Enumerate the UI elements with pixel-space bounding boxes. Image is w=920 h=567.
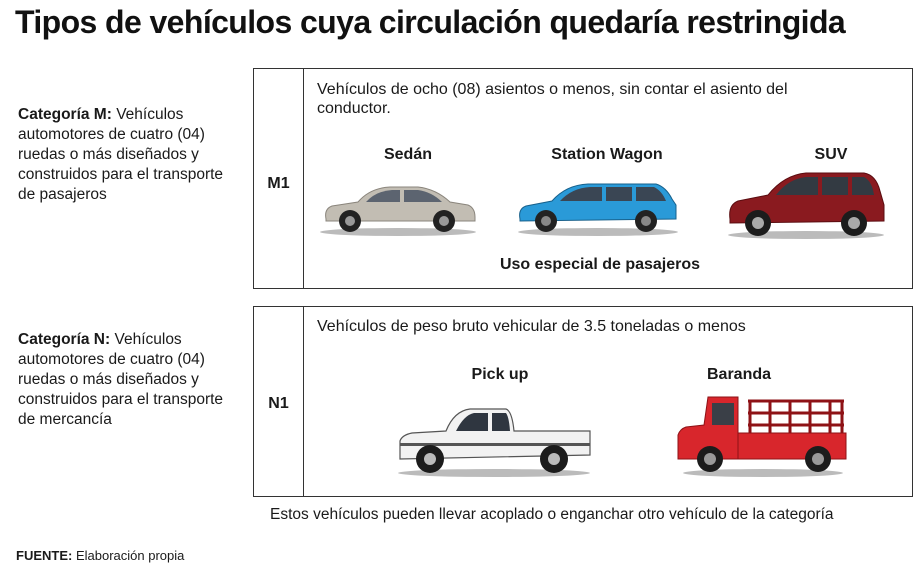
page-title: Tipos de vehículos cuya circulación qued… (15, 4, 846, 40)
code-column (254, 307, 304, 496)
category-m-text: Vehículos automotores de cuatro (04) rue… (18, 106, 224, 203)
category-n-detail: Vehículos de peso bruto vehicular de 3.5… (317, 318, 746, 335)
trailer-footnote: Estos vehículos pueden llevar acoplado o… (270, 506, 834, 523)
sedan-car-icon (320, 186, 476, 236)
vehicle-label-suv: SUV (814, 146, 848, 163)
category-n-description: Categoría N: Vehículos automotores de cu… (18, 330, 233, 430)
source-line: FUENTE: Elaboración propia (16, 548, 184, 563)
category-n-code: N1 (268, 395, 289, 412)
station-wagon-car-icon (518, 183, 678, 236)
category-n-text: Vehículos automotores de cuatro (04) rue… (18, 331, 224, 428)
vehicle-label-sedan: Sedán (383, 146, 432, 163)
category-m-label: Categoría M: (18, 106, 112, 123)
suv-car-icon (728, 172, 885, 239)
vehicle-label-station-wagon: Station Wagon (551, 146, 663, 163)
source-label: FUENTE: (16, 548, 73, 563)
category-n-box: N1 Vehículos de peso bruto vehicular de … (253, 306, 913, 497)
category-n-label: Categoría N: (18, 331, 111, 348)
code-column (254, 69, 304, 288)
category-m-code: M1 (267, 175, 290, 192)
special-use-note: Uso especial de pasajeros (499, 256, 701, 273)
category-m-detail: Vehículos de ocho (08) asientos o menos,… (317, 81, 788, 117)
stake-truck-icon (677, 396, 847, 477)
vehicle-label-baranda: Baranda (706, 366, 772, 383)
pickup-truck-icon (398, 408, 591, 477)
vehicle-label-pickup: Pick up (471, 366, 529, 383)
source-text: Elaboración propia (75, 548, 185, 563)
category-m-box: M1 Vehículos de ocho (08) asientos o men… (253, 68, 913, 289)
category-m-description: Categoría M: Vehículos automotores de cu… (18, 105, 233, 205)
